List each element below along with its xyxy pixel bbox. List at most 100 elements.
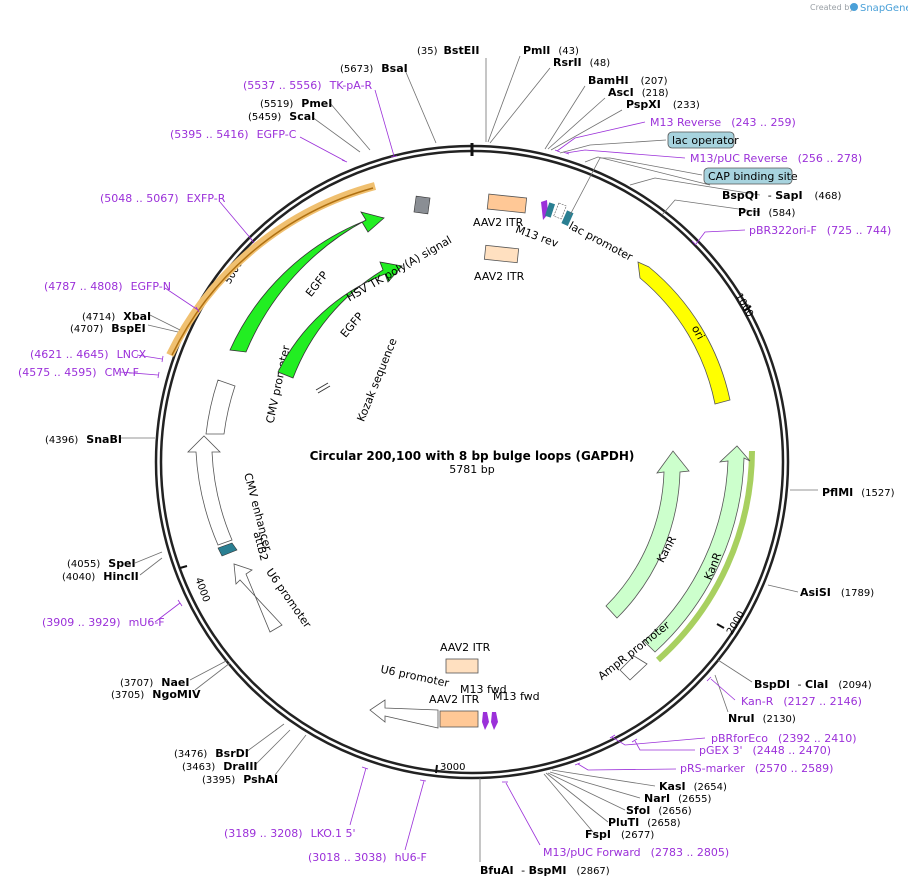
backbone <box>154 143 790 780</box>
cmv-enhancer-feature[interactable] <box>187 435 233 546</box>
egfp-outer-feature[interactable] <box>229 211 385 353</box>
primer-mu6-f[interactable]: (3909 .. 3929)mU6-F <box>42 616 165 629</box>
site-bsteii[interactable]: (35)BstEII <box>417 44 479 57</box>
site-scai[interactable]: (5459)ScaI <box>248 110 315 123</box>
primer-tick-cmv <box>157 371 160 379</box>
m13-fwd-feature-b[interactable] <box>491 712 498 730</box>
attb2-feature[interactable] <box>217 542 238 557</box>
primer-egfp-c[interactable]: (5395 .. 5416)EGFP-C <box>170 128 297 141</box>
leader-kasi <box>551 769 656 787</box>
site-snabi[interactable]: (4396)SnaBI <box>45 433 122 446</box>
ori-feature[interactable] <box>637 261 731 405</box>
primer-tick-tkpa <box>390 155 398 158</box>
m13-rev-label: M13 rev <box>514 223 561 251</box>
primer-pgex3[interactable]: pGEX 3'(2448 .. 2470) <box>699 744 831 757</box>
kanr-inner-feature[interactable] <box>605 450 690 619</box>
site-pshai[interactable]: (3395)PshAI <box>202 773 278 786</box>
leader-ngomiv <box>194 662 231 691</box>
lac-promoter-label: lac promoter <box>567 219 636 264</box>
primer-m13-reverse[interactable]: M13 Reverse(243 .. 259) <box>650 116 796 129</box>
lac-operator-box-label: lac operator <box>672 134 739 147</box>
site-nrui[interactable]: NruI(2130) <box>728 712 796 725</box>
primer-prs-marker[interactable]: pRS-marker(2570 .. 2589) <box>680 762 833 775</box>
primer-tick-pbrforeco <box>609 734 616 739</box>
site-spei[interactable]: (4055)SpeI <box>67 557 136 570</box>
site-bspqi-sapi[interactable]: BspQI - SapI(468) <box>722 189 842 202</box>
site-naei[interactable]: (3707)NaeI <box>120 676 189 689</box>
aav2-itr-top-inner-label: AAV2 ITR <box>474 270 525 283</box>
primer-pbrforeco[interactable]: pBRforEco(2392 .. 2410) <box>711 732 857 745</box>
site-pluti[interactable]: PluTI(2658) <box>608 816 681 829</box>
primer-exfp-r[interactable]: (5048 .. 5067)EXFP-R <box>100 192 226 205</box>
aav2-itr-top[interactable] <box>486 193 528 214</box>
leader-bsrdi <box>245 723 285 753</box>
egfp-outer-highlight <box>166 182 377 357</box>
site-nari[interactable]: NarI(2655) <box>644 792 712 805</box>
tick-2000 <box>716 623 725 629</box>
cap-binding-site-box[interactable] <box>703 167 793 185</box>
ampr-promoter-feature[interactable] <box>619 655 648 681</box>
pleader-cmv <box>119 371 159 376</box>
aav2-itr-top-inner[interactable] <box>483 244 520 264</box>
leader-bspei <box>147 324 179 333</box>
site-pcii[interactable]: PciI(584) <box>738 206 795 219</box>
site-pflmi[interactable]: PflMI(1527) <box>822 486 895 499</box>
pleader-m13rev <box>556 121 646 152</box>
leader-fspi <box>543 773 594 833</box>
primer-m13puc-forward[interactable]: M13/pUC Forward(2783 .. 2805) <box>543 846 729 859</box>
lac-operator-box[interactable] <box>667 131 735 149</box>
site-sfoi[interactable]: SfoI(2656) <box>626 804 692 817</box>
aav2-itr-bottom-inner-label: AAV2 ITR <box>440 641 491 654</box>
aav2-itr-bottom-inner[interactable] <box>445 658 479 674</box>
primer-m13puc-reverse[interactable]: M13/pUC Reverse(256 .. 278) <box>690 152 862 165</box>
site-draiii[interactable]: (3463)DraIII <box>182 760 258 773</box>
snapgene-logo-icon <box>850 3 858 11</box>
primer-lncx[interactable]: (4621 .. 4645)LNCX <box>30 348 147 361</box>
egfp-outer-label: EGFP <box>303 269 331 300</box>
site-bamhi[interactable]: BamHI(207) <box>588 74 668 87</box>
site-pspxi[interactable]: PspXI(233) <box>626 98 700 111</box>
tick-label-4000: 4000 <box>192 576 211 604</box>
aav2-itr-bottom[interactable] <box>439 710 479 728</box>
u6-promoter-bottom-label: U6 promoter <box>379 663 450 690</box>
site-xbai[interactable]: (4714)XbaI <box>82 310 151 323</box>
u6-promoter-bottom[interactable] <box>369 699 439 729</box>
site-asisi[interactable]: AsiSI(1789) <box>800 586 874 599</box>
credit-brand: SnapGene <box>860 3 908 14</box>
pleader-mu6 <box>154 602 181 623</box>
site-pmei[interactable]: (5519)PmeI <box>260 97 332 110</box>
u6-promoter-left[interactable] <box>233 563 283 633</box>
lac-operator-feature[interactable] <box>544 202 556 218</box>
primer-lko15[interactable]: (3189 .. 3208)LKO.1 5' <box>224 827 356 840</box>
primer-pbr322ori-f[interactable]: pBR322ori-F(725 .. 744) <box>749 224 891 237</box>
m13-fwd-label-b: M13 fwd <box>493 690 540 703</box>
cmv-promoter-feature[interactable] <box>205 379 236 435</box>
site-bsrdi[interactable]: (3476)BsrDI <box>174 747 249 760</box>
site-bspdi-clai[interactable]: BspDI - ClaI(2094) <box>754 678 872 691</box>
primer-egfp-n[interactable]: (4787 .. 4808)EGFP-N <box>44 280 171 293</box>
site-bspei[interactable]: (4707)BspEI <box>70 322 146 335</box>
leader-pshai <box>274 734 307 776</box>
leader-pspxi <box>550 109 623 151</box>
cap-site-feature[interactable] <box>553 202 567 220</box>
tick-3000 <box>435 764 438 774</box>
primer-hu6-f[interactable]: (3018 .. 3038)hU6-F <box>308 851 427 864</box>
kanr-outer-feature[interactable] <box>643 445 751 653</box>
site-pmli[interactable]: PmlI(43) <box>523 44 579 57</box>
site-kasi[interactable]: KasI(2654) <box>659 780 727 793</box>
site-rsrii[interactable]: RsrII(48) <box>553 56 610 69</box>
site-fspi[interactable]: FspI(2677) <box>585 828 654 841</box>
leader-nrui <box>714 674 729 713</box>
primer-kan-r[interactable]: Kan-R(2127 .. 2146) <box>741 695 862 708</box>
primer-cmv-f[interactable]: (4575 .. 4595)CMV-F <box>18 366 139 379</box>
primer-tk-pa-r[interactable]: (5537 .. 5556)TK-pA-R <box>243 79 373 92</box>
m13-fwd-feature-a[interactable] <box>482 712 489 730</box>
site-hincii[interactable]: (4040)HincII <box>62 570 139 583</box>
site-bfuai-bspmi[interactable]: BfuAI - BspMI(2867) <box>480 864 610 877</box>
site-ngomiv[interactable]: (3705)NgoMIV <box>111 688 201 701</box>
pleader-kanr <box>710 678 736 701</box>
egfp-inner-feature[interactable] <box>277 261 403 379</box>
site-asci[interactable]: AscI(218) <box>608 86 669 99</box>
hsv-tk-feature[interactable] <box>413 195 431 215</box>
site-bsai[interactable]: (5673)BsaI <box>340 62 408 75</box>
